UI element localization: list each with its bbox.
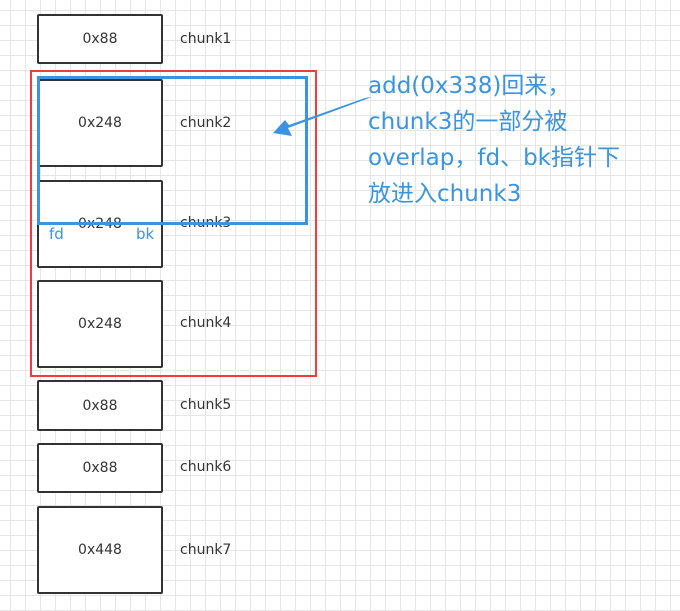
chunk-size: 0x448 (78, 542, 122, 558)
annotation-text: add(0x338)回来， chunk3的一部分被 overlap，fd、bk指… (368, 68, 620, 212)
chunk2-label: chunk2 (180, 115, 232, 131)
annotation-line: overlap，fd、bk指针下 (368, 145, 620, 171)
chunk-size: 0x248 (78, 115, 122, 131)
annotation-line: chunk3的一部分被 (368, 109, 568, 135)
reallocated-region-blue (37, 76, 308, 225)
chunk-size: 0x88 (82, 397, 118, 414)
chunk6-label: chunk6 (180, 459, 232, 475)
chunk-size: 0x88 (82, 460, 118, 476)
arrow-icon (273, 97, 372, 136)
chunk5-box: 0x88 (37, 380, 163, 431)
chunk4-label: chunk4 (180, 315, 232, 331)
chunk4-box: 0x248 (37, 280, 163, 368)
chunk6-box: 0x88 (37, 443, 163, 493)
chunk2-box: 0x248 (37, 79, 163, 167)
chunk-size: 0x248 (78, 316, 122, 332)
annotation-line: add(0x338)回来， (368, 73, 571, 99)
overlap-region-red (30, 70, 317, 377)
chunk1-box: 0x88 (37, 14, 163, 64)
chunk7-box: 0x448 (37, 506, 163, 594)
chunk1-label: chunk1 (180, 31, 232, 47)
chunk7-label: chunk7 (180, 542, 232, 558)
fd-label: fd (49, 225, 64, 243)
bk-label: bk (136, 225, 155, 243)
annotation-line: 放进入chunk3 (368, 181, 522, 207)
chunk5-label: chunk5 (180, 397, 232, 413)
chunk-size: 0x88 (82, 31, 118, 47)
